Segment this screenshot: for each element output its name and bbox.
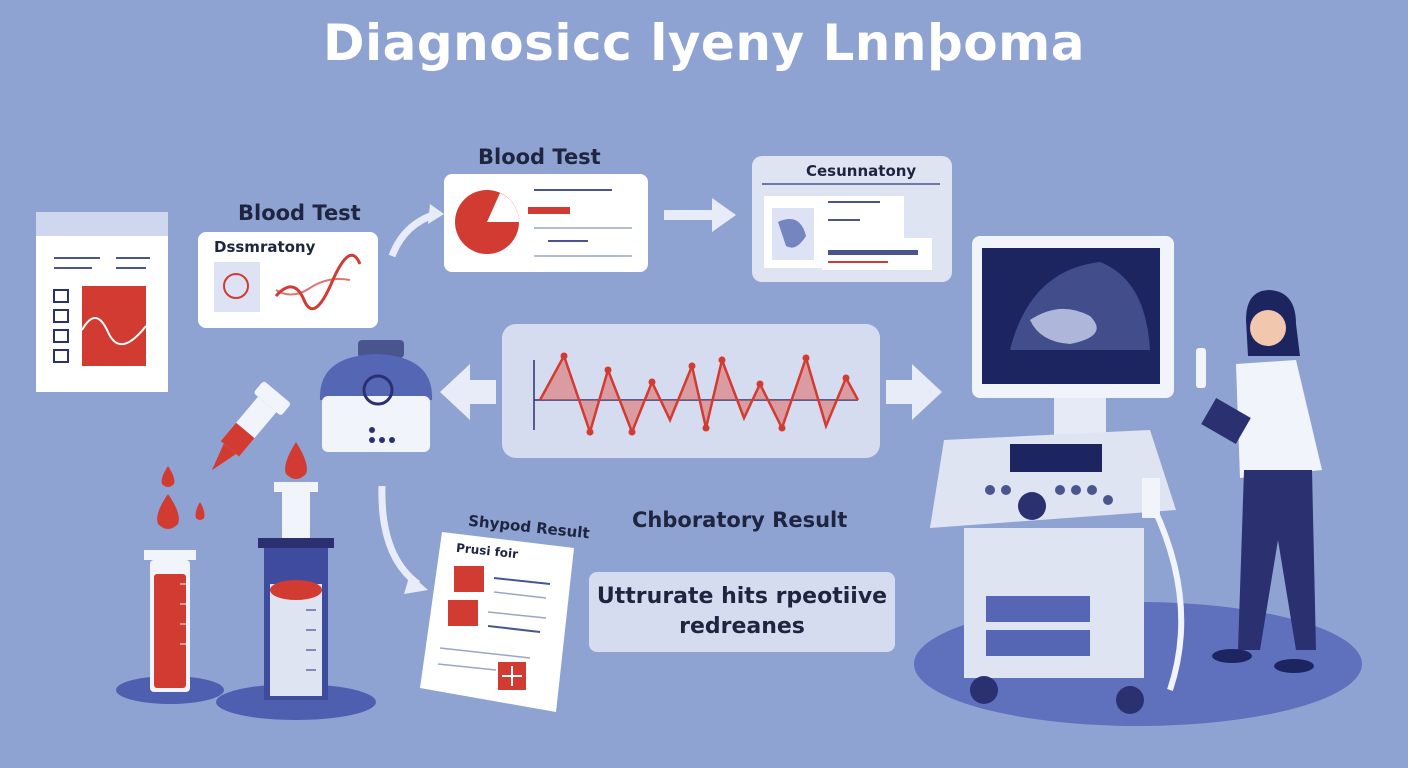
arrow-icon: [440, 364, 942, 420]
page-title: Diagnosicc lyeny Lnnþoma: [323, 14, 1085, 72]
report-sheet-graphic: [420, 532, 574, 712]
pie-chart-icon: [444, 174, 648, 272]
left-card-subtitle: Dssmratony: [214, 238, 316, 256]
lab-result-label: Chboratory Result: [632, 508, 848, 532]
left-card-graphic: [198, 232, 378, 328]
right-card-graphic: [752, 156, 952, 282]
right-card-heading: Cesunnatony: [806, 162, 917, 180]
blood-drop-icon: [157, 442, 307, 529]
left-card-heading: Blood Test: [238, 201, 361, 225]
waveform-icon: [533, 352, 860, 437]
test-tube-icon: [116, 550, 224, 704]
result-box-line2: redreanes: [679, 614, 805, 639]
result-box: Uttrurate hits rpeotiive redreanes: [589, 572, 895, 652]
arrow-icon: [664, 198, 736, 232]
syringe-icon: [211, 381, 290, 471]
test-tube-icon: [216, 482, 376, 720]
arrow-icon: [378, 485, 421, 587]
result-box-line1: Uttrurate hits rpeotiive: [596, 584, 888, 609]
middle-card-heading: Blood Test: [478, 145, 601, 169]
stethoscope-icon: [319, 340, 433, 452]
checklist-icon: [36, 212, 168, 392]
doctor-icon: [1196, 290, 1322, 673]
